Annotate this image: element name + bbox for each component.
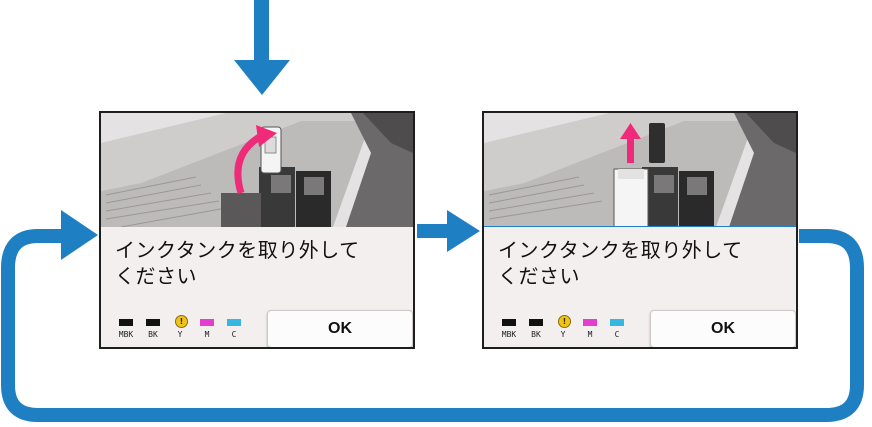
ok-button[interactable]: OK: [267, 310, 413, 347]
ink-status-row: MBK BK ! Y M C: [111, 313, 246, 345]
ink-level-bar: [610, 319, 624, 326]
printer-screen-step-1: インクタンクを取り外して ください MBK BK ! Y M C: [99, 111, 415, 349]
ink-tank-illustration-lift-out: [484, 113, 796, 227]
ink-label: M: [587, 330, 593, 339]
ink-label: MBK: [118, 330, 134, 339]
ink-c: C: [608, 313, 626, 343]
ink-label: C: [614, 330, 620, 339]
ink-level-bar: [529, 319, 543, 326]
loop-arrow-head: [61, 210, 98, 260]
warning-icon: !: [558, 315, 571, 328]
down-arrow-shaft: [254, 0, 269, 62]
ink-level-bar: [146, 319, 160, 326]
ink-bk: BK: [144, 313, 162, 343]
loop-back-path: [1, 229, 864, 422]
ink-c: C: [225, 313, 243, 343]
ink-label: Y: [177, 330, 183, 339]
ink-y: ! Y: [171, 313, 189, 343]
ink-label: MBK: [501, 330, 517, 339]
ink-label: M: [204, 330, 210, 339]
ink-label: C: [231, 330, 237, 339]
ink-status-row: MBK BK ! Y M C: [494, 313, 629, 345]
ink-tank-illustration-lever-open: [101, 113, 413, 227]
ink-level-bar: [119, 319, 133, 326]
ink-level-bar: [502, 319, 516, 326]
ink-label: BK: [148, 330, 158, 339]
instruction-message: インクタンクを取り外して ください: [115, 238, 360, 288]
ink-mbk: MBK: [500, 313, 518, 343]
ink-label: BK: [531, 330, 541, 339]
ink-level-bar: [583, 319, 597, 326]
printer-screen-step-2: インクタンクを取り外して ください MBK BK ! Y M C: [482, 111, 798, 349]
ink-m: M: [581, 313, 599, 343]
warning-icon: !: [175, 315, 188, 328]
ink-label: Y: [560, 330, 566, 339]
ink-mbk: MBK: [117, 313, 135, 343]
ink-y: ! Y: [554, 313, 572, 343]
message-area: インクタンクを取り外して ください MBK BK ! Y M C: [484, 227, 796, 347]
ink-level-bar: [200, 319, 214, 326]
message-area: インクタンクを取り外して ください MBK BK ! Y M C: [101, 227, 413, 347]
ink-bk: BK: [527, 313, 545, 343]
ok-button[interactable]: OK: [650, 310, 796, 347]
instruction-message: インクタンクを取り外して ください: [498, 238, 743, 288]
ink-m: M: [198, 313, 216, 343]
next-arrow-head: [447, 210, 480, 252]
next-arrow-shaft: [417, 224, 449, 238]
ink-level-bar: [227, 319, 241, 326]
down-arrow-head: [234, 60, 290, 95]
